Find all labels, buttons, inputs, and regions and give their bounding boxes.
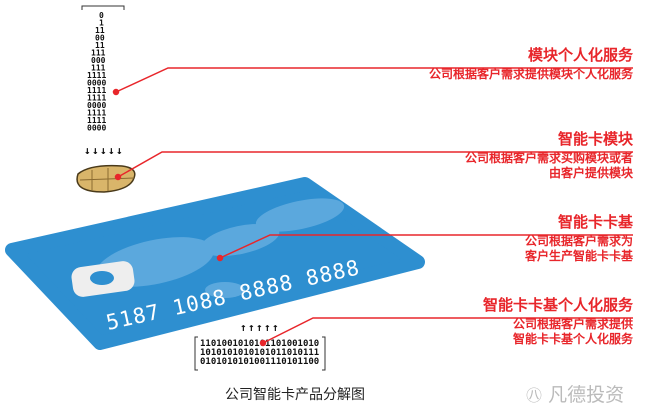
binary-glyph: ↑ xyxy=(264,321,271,334)
binary-barcode: ↑↑↑↑↑ 1101001010101101001010101010101010… xyxy=(194,321,326,371)
binary-glyph: 1101001010101101001010 xyxy=(200,339,319,349)
binary-glyph: 0101010101001110101100 xyxy=(200,357,319,367)
callout-chip-module: 智能卡模块 公司根据客户需求买购模块或者 由客户提供模块 xyxy=(465,130,633,181)
binary-glyph: ↑ xyxy=(272,321,279,334)
watermark-logo-icon: ㊇ xyxy=(526,386,543,405)
binary-glyph: 1111 xyxy=(87,109,106,118)
binary-glyph: ↑ xyxy=(256,321,263,334)
callout-desc: 由客户提供模块 xyxy=(548,166,633,180)
binary-glyph: ↓ xyxy=(116,144,123,157)
figure-caption: 公司智能卡产品分解图 xyxy=(225,387,365,403)
binary-glyph: 00 xyxy=(95,34,105,43)
binary-glyph: 0000 xyxy=(87,79,106,88)
leader-lines xyxy=(112,67,633,347)
binary-data-column: 0111001111100011111110000111111110000111… xyxy=(81,5,125,157)
watermark: ㊇ 凡德投资 xyxy=(526,380,624,407)
binary-glyph: 1 xyxy=(99,19,104,28)
callout-desc: 客户生产智能卡卡基 xyxy=(524,249,633,263)
binary-glyph: ↓ xyxy=(92,144,99,157)
callout-card-personalization: 智能卡卡基个人化服务 公司根据客户需求提供 智能卡卡基个人化服务 xyxy=(483,296,633,347)
binary-glyph: 1111 xyxy=(87,86,106,95)
callout-desc: 公司根据客户需求提供模块个人化服务 xyxy=(428,67,633,81)
callout-title: 智能卡卡基 xyxy=(557,213,633,231)
down-arrows-icon: ↓↓↓↓↓ xyxy=(84,144,123,157)
binary-glyph: ↑ xyxy=(240,321,247,334)
smart-card: 5187 1088 8888 8888 xyxy=(5,177,425,350)
binary-glyph: 000 xyxy=(91,56,106,65)
callout-module-personalization: 模块个人化服务 公司根据客户需求提供模块个人化服务 xyxy=(429,46,633,82)
binary-glyph: 0000 xyxy=(87,124,106,133)
binary-glyph: ↑ xyxy=(248,321,255,334)
binary-glyph: 1111 xyxy=(87,94,106,103)
callout-desc: 公司根据客户需求为 xyxy=(524,234,633,248)
callout-desc: 公司根据客户需求提供 xyxy=(512,317,633,331)
callout-card-base: 智能卡卡基 公司根据客户需求为 客户生产智能卡卡基 xyxy=(525,213,633,264)
up-arrows-icon: ↑↑↑↑↑ xyxy=(240,321,279,334)
callout-title: 智能卡模块 xyxy=(557,130,633,148)
binary-glyph: 0000 xyxy=(87,101,106,110)
callout-desc: 公司根据客户需求买购模块或者 xyxy=(464,151,633,165)
binary-glyph: ↓ xyxy=(100,144,107,157)
binary-glyph: ↓ xyxy=(84,144,91,157)
binary-glyph: 11 xyxy=(95,26,105,35)
binary-glyph: 111 xyxy=(91,64,106,73)
callout-title: 模块个人化服务 xyxy=(527,46,633,64)
binary-glyph: 111 xyxy=(91,49,106,58)
binary-glyph: 11 xyxy=(95,41,105,50)
binary-glyph: 1010101010101011010111 xyxy=(200,348,319,358)
watermark-text: 凡德投资 xyxy=(548,384,625,406)
binary-glyph: 1111 xyxy=(87,116,106,125)
chip-module xyxy=(76,164,136,193)
binary-glyph: 1111 xyxy=(87,71,106,80)
binary-glyph: ↓ xyxy=(108,144,115,157)
callout-title: 智能卡卡基个人化服务 xyxy=(482,296,633,314)
callout-desc: 智能卡卡基个人化服务 xyxy=(512,332,633,346)
binary-glyph: 0 xyxy=(99,11,104,20)
